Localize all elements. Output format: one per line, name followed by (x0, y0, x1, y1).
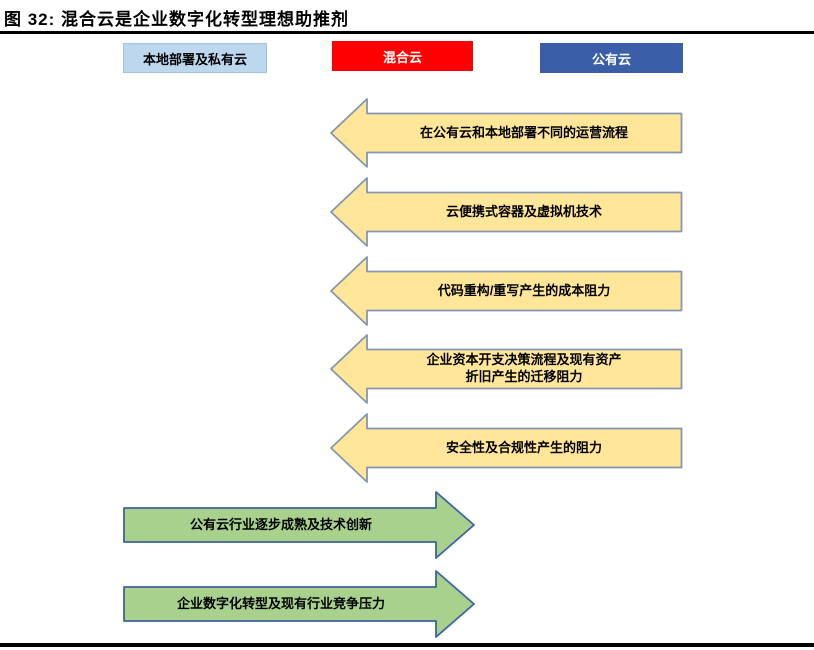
driver-arrow-2-label: 企业数字化转型及现有行业竞争压力 (125, 570, 437, 638)
left-arrow-shape-icon (330, 413, 683, 483)
legend-box-private-cloud: 本地部署及私有云 (123, 43, 267, 73)
legend-box-private-cloud-label: 本地部署及私有云 (142, 51, 247, 67)
barrier-arrow-4: 企业资本开支决策流程及现有资产 折旧产生的迁移阻力 (330, 334, 683, 404)
barrier-arrow-4-line1: 企业资本开支决策流程及现有资产 (426, 352, 622, 368)
legend-box-public-cloud: 公有云 (540, 43, 683, 73)
figure-bottom-line (0, 643, 814, 647)
figure-title: 图 32: 混合云是企业数字化转型理想助推剂 (4, 10, 350, 29)
left-arrow-shape-icon (330, 256, 683, 326)
driver-arrow-1-line1: 公有云行业逐步成熟及技术创新 (189, 516, 372, 532)
driver-arrow-2: 企业数字化转型及现有行业竞争压力 (123, 570, 475, 638)
left-arrow-shape-icon (330, 98, 683, 168)
barrier-arrow-5: 安全性及合规性产生的阻力 (330, 413, 683, 483)
barrier-arrow-3: 代码重构/重写产生的成本阻力 (330, 256, 683, 326)
barrier-arrow-2-label: 云便携式容器及虚拟机技术 (367, 177, 681, 247)
left-arrow-shape-icon (330, 177, 683, 247)
driver-arrow-1: 公有云行业逐步成熟及技术创新 (123, 491, 475, 559)
barrier-arrow-1: 在公有云和本地部署不同的运营流程 (330, 98, 683, 168)
legend-box-hybrid-cloud: 混合云 (332, 41, 473, 71)
barrier-arrow-2-line1: 云便携式容器及虚拟机技术 (445, 203, 602, 219)
barrier-arrow-1-line1: 在公有云和本地部署不同的运营流程 (419, 124, 628, 140)
barrier-arrow-5-label: 安全性及合规性产生的阻力 (367, 413, 681, 483)
barrier-arrow-2: 云便携式容器及虚拟机技术 (330, 177, 683, 247)
title-divider-line (0, 31, 814, 34)
right-arrow-shape-icon (123, 570, 475, 638)
right-arrow-shape-icon (123, 491, 475, 559)
driver-arrow-2-line1: 企业数字化转型及现有行业竞争压力 (176, 595, 385, 611)
left-arrow-shape-icon (330, 334, 683, 404)
barrier-arrow-5-line1: 安全性及合规性产生的阻力 (445, 439, 602, 455)
barrier-arrow-4-label: 企业资本开支决策流程及现有资产 折旧产生的迁移阻力 (367, 334, 681, 404)
barrier-arrow-3-label: 代码重构/重写产生的成本阻力 (367, 256, 681, 326)
driver-arrow-1-label: 公有云行业逐步成熟及技术创新 (125, 491, 437, 559)
barrier-arrow-4-line2: 折旧产生的迁移阻力 (465, 369, 583, 384)
legend-box-hybrid-cloud-label: 混合云 (382, 49, 422, 65)
barrier-arrow-3-line1: 代码重构/重写产生的成本阻力 (437, 282, 611, 298)
legend-box-public-cloud-label: 公有云 (591, 51, 631, 67)
barrier-arrow-1-label: 在公有云和本地部署不同的运营流程 (367, 98, 681, 168)
